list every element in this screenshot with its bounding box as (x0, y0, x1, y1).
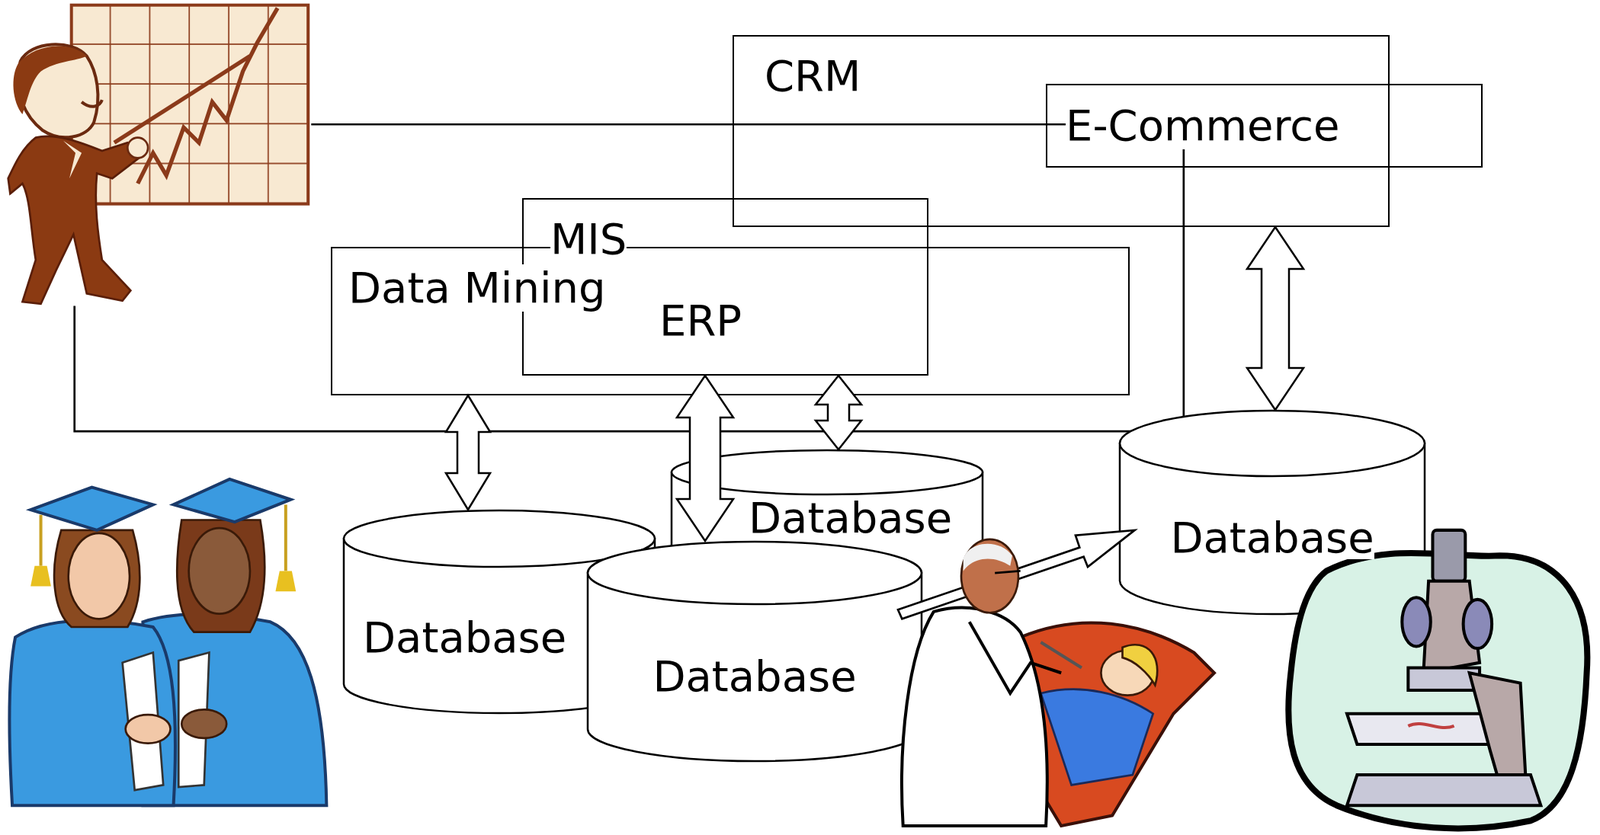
cylinder-top (1119, 410, 1425, 477)
businessman-figure (137, 8, 278, 184)
businessman-figure (8, 5, 309, 305)
block-arrow (445, 395, 491, 510)
text-holder: CRM (764, 52, 861, 100)
graduates-figure (176, 519, 265, 632)
cylinder-outline (586, 541, 923, 763)
wire-loop (74, 124, 1184, 432)
text-holder: MIS (550, 215, 627, 263)
graduates-figure (173, 479, 292, 523)
graduates-figure (9, 479, 327, 806)
dentist-figure (1122, 644, 1158, 686)
text-holder: ERP (659, 297, 742, 345)
text-holder: Database (652, 655, 857, 699)
text-holder: Database (1170, 516, 1374, 560)
businessman-figure (71, 5, 309, 205)
block-arrow (815, 375, 862, 450)
businessman-figure (114, 56, 251, 144)
dentist-figure (961, 539, 1019, 613)
database-cylinder: Database (586, 541, 923, 763)
block-arrow (1247, 227, 1304, 411)
graduates-figure (142, 614, 327, 806)
box-label: MIS (550, 215, 627, 263)
text-holder: Database (362, 616, 567, 660)
microscope-figure (1288, 553, 1588, 830)
block-arrow (676, 375, 734, 542)
graduates-figure (30, 487, 154, 531)
microscope-figure (1407, 724, 1454, 728)
graduates-figure (178, 652, 209, 788)
graduates-figure (9, 620, 176, 806)
dentist-figure (969, 622, 1062, 694)
dentist-figure (994, 570, 1020, 574)
microscope-figure (1288, 530, 1588, 830)
wire-loop (74, 124, 1184, 432)
graduates-figure (125, 715, 171, 744)
graduates-figure (54, 530, 140, 628)
graduates-figure (122, 652, 164, 791)
dentist-figure (963, 544, 1013, 572)
dentist-figure (1040, 689, 1153, 786)
dentist-figure (901, 539, 1215, 827)
system-box: E-Commerce (1045, 83, 1483, 168)
text-holder: Database (748, 496, 953, 540)
businessman-figure (81, 99, 103, 107)
cylinder-top (587, 541, 922, 605)
microscope-figure (1463, 599, 1492, 649)
graduates-figure (30, 566, 52, 587)
graduates-figure (68, 533, 130, 619)
box-sublabel: ERP (659, 297, 742, 345)
text-holder: Data Mining (348, 264, 606, 312)
businessman-figure (18, 44, 99, 138)
text-holder: E-Commerce (1065, 102, 1341, 150)
cylinder-top (671, 450, 983, 495)
microscope-figure (1469, 673, 1527, 786)
box-label: Database (748, 496, 953, 540)
dentist-figure (1040, 642, 1082, 668)
businessman-figure (63, 141, 82, 180)
microscope-figure (1407, 668, 1480, 691)
businessman-figure (8, 136, 144, 305)
microscope-figure (1346, 714, 1501, 745)
graduates-figure (39, 515, 43, 567)
graduates-figure (284, 504, 288, 571)
database-cylinder: Database (1119, 410, 1426, 616)
box-label: Database (362, 616, 567, 660)
box-label: CRM (764, 52, 861, 100)
dentist-figure (1020, 622, 1215, 827)
businessman-figure (12, 45, 87, 114)
businessman-figure (127, 137, 148, 159)
dentist-arrow (897, 530, 1136, 619)
businessman-figure (71, 5, 309, 205)
microscope-figure (1423, 581, 1480, 674)
box-label: E-Commerce (1065, 102, 1341, 150)
dentist-arrow (897, 530, 1136, 619)
box-label: Data Mining (348, 264, 606, 312)
dentist-figure (901, 608, 1048, 827)
cylinder-outline (1119, 410, 1426, 616)
box-label: Database (1170, 516, 1374, 560)
graduates-figure (275, 570, 296, 592)
box-label: Database (652, 655, 857, 699)
microscope-figure (1346, 775, 1541, 806)
graduates-figure (189, 528, 251, 614)
microscope-figure (1401, 597, 1431, 647)
microscope-figure (1432, 530, 1466, 582)
graduates-figure (181, 709, 227, 738)
dentist-figure (1100, 650, 1155, 696)
